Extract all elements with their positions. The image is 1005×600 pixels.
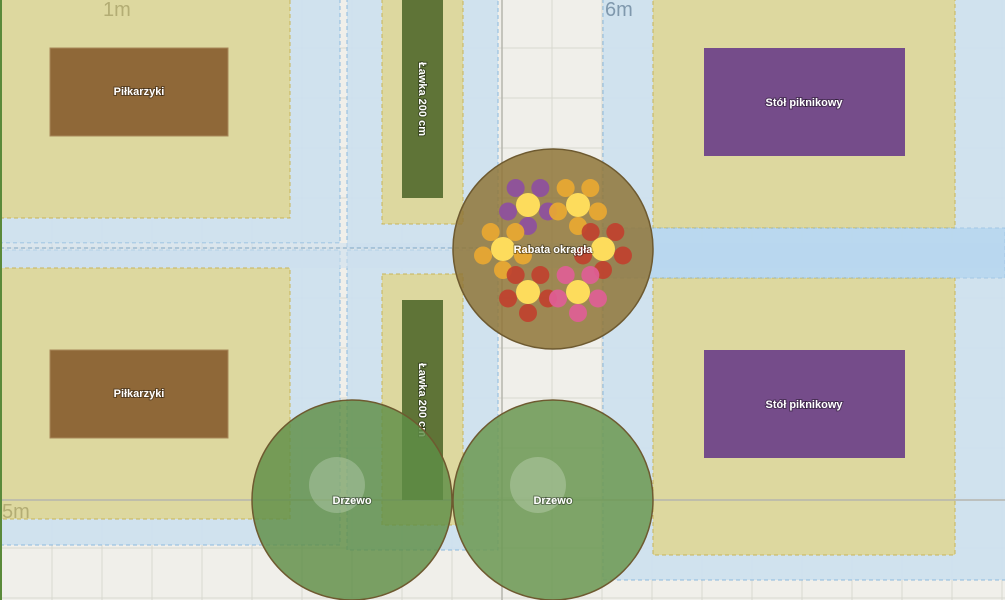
foosball-label: Piłkarzyki xyxy=(114,86,165,98)
flower-petal xyxy=(549,289,568,308)
flower-petal xyxy=(556,266,575,285)
flower-petal xyxy=(531,179,550,198)
flower-center xyxy=(566,193,590,217)
picnic-table[interactable]: Stół piknikowy xyxy=(704,48,905,156)
picnic-table[interactable]: Stół piknikowy xyxy=(704,350,905,458)
flower-center xyxy=(566,280,590,304)
flower-petal xyxy=(556,179,575,198)
bench-label: Ławka 200 cm xyxy=(416,62,428,136)
picnic-table-label: Stół piknikowy xyxy=(765,399,843,411)
flower-petal xyxy=(588,289,607,308)
bench-shape[interactable] xyxy=(402,0,443,198)
flower-petal xyxy=(499,289,518,308)
tree[interactable]: Drzewo xyxy=(251,399,453,600)
tree-canopy[interactable] xyxy=(452,399,654,600)
flower-petal xyxy=(519,304,537,322)
tree-canopy[interactable] xyxy=(251,399,453,600)
tree[interactable]: Drzewo xyxy=(452,399,654,600)
flowerbed-label: Rabata okrągła xyxy=(514,244,594,256)
flower-petal xyxy=(581,223,600,242)
tree-label: Drzewo xyxy=(533,495,572,507)
flower-petal xyxy=(506,179,525,198)
path-band-right xyxy=(602,227,1005,279)
flower-petal xyxy=(481,223,500,242)
bench-label: Ławka 200 cm xyxy=(416,363,428,437)
ruler-label: 5m xyxy=(2,501,30,523)
flower-petal xyxy=(581,179,600,198)
foosball-label: Piłkarzyki xyxy=(114,388,165,400)
flower-petal xyxy=(613,246,632,265)
foosball-table[interactable]: Piłkarzyki xyxy=(49,349,229,439)
flower-petal xyxy=(549,202,568,221)
bench[interactable]: Ławka 200 cm xyxy=(402,0,443,198)
flower-center xyxy=(516,280,540,304)
tree-trunk-marker xyxy=(309,457,365,513)
picnic-table-shape[interactable] xyxy=(704,48,905,156)
picnic-table-shape[interactable] xyxy=(704,350,905,458)
flower-center xyxy=(516,193,540,217)
flower-petal xyxy=(581,266,600,285)
foosball-shape[interactable] xyxy=(49,47,229,137)
ruler-label: 1m xyxy=(103,0,131,21)
flower-center xyxy=(591,237,615,261)
flower-petal xyxy=(531,266,550,285)
flower-petal xyxy=(474,246,493,265)
flower-petal xyxy=(506,266,525,285)
foosball-table[interactable]: Piłkarzyki xyxy=(49,47,229,137)
picnic-table-label: Stół piknikowy xyxy=(765,97,843,109)
flowerbed[interactable]: Rabata okrągła xyxy=(452,148,654,350)
tree-label: Drzewo xyxy=(332,495,371,507)
flower-petal xyxy=(588,202,607,221)
foosball-shape[interactable] xyxy=(49,349,229,439)
ruler-label: 6m xyxy=(605,0,633,21)
flower-petal xyxy=(574,246,593,265)
flower-petal xyxy=(569,304,587,322)
tree-trunk-marker xyxy=(510,457,566,513)
flower-center xyxy=(491,237,515,261)
flower-petal xyxy=(499,202,518,221)
flower-petal xyxy=(513,246,532,265)
flower-petal xyxy=(606,223,625,242)
flowers xyxy=(474,179,632,322)
flower-petal xyxy=(506,223,525,242)
